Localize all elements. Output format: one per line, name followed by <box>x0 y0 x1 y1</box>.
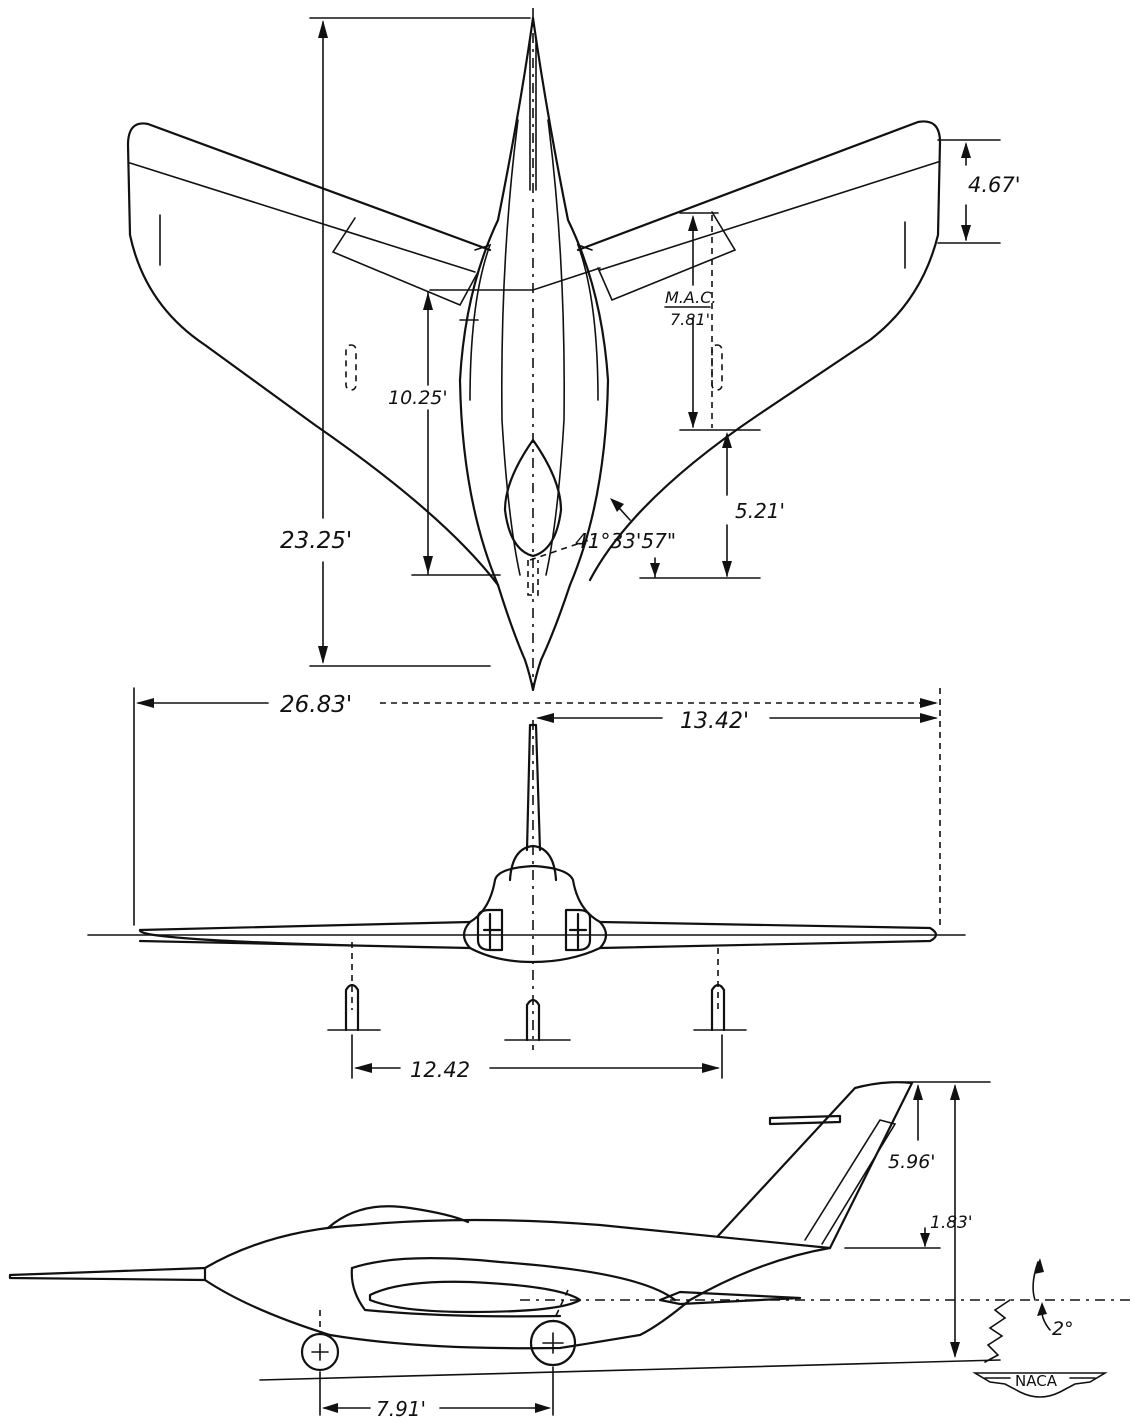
arrowhead <box>722 432 732 448</box>
arrowhead <box>688 412 698 428</box>
dim-incidence: 2° <box>1052 1318 1074 1340</box>
arrowhead <box>961 225 971 241</box>
arrowhead <box>536 713 554 723</box>
arrowhead <box>920 713 938 723</box>
dim-tail-height: 1.83' <box>930 1213 973 1233</box>
main-wheel-hub <box>542 1332 564 1354</box>
arrowhead <box>950 1342 960 1358</box>
front-intake-right <box>564 908 592 952</box>
arrowhead <box>318 20 328 38</box>
dim-fin-height: 5.96' <box>888 1151 936 1173</box>
dim-tip-chord: 4.67' <box>968 173 1021 197</box>
front-canopy <box>508 844 558 882</box>
side-intake <box>350 1257 677 1318</box>
arrowhead <box>318 646 328 664</box>
arrowhead <box>354 1063 372 1073</box>
naca-logo: NACA <box>972 1372 1108 1398</box>
arrowhead <box>688 215 698 231</box>
front-fin <box>525 723 542 852</box>
arrowhead <box>535 1403 551 1413</box>
fuselage-inner <box>501 119 565 576</box>
right-main-wheel-hidden <box>711 344 723 391</box>
arrowhead <box>1034 1258 1044 1274</box>
mac-line <box>429 267 601 291</box>
wing-outline-right <box>576 120 942 582</box>
dim-mac-offset: 5.21' <box>735 499 785 523</box>
main-gear-left <box>344 983 360 1032</box>
arrowhead <box>920 1233 930 1247</box>
side-ground-line <box>259 1359 1001 1381</box>
arrowhead <box>702 1063 720 1073</box>
dim-tread: 12.42 <box>410 1058 470 1082</box>
front-wing <box>138 920 938 950</box>
arrowhead <box>610 498 624 512</box>
arrowhead <box>920 698 938 708</box>
front-fuselage <box>462 864 608 964</box>
break-line <box>984 1299 1011 1363</box>
arrowhead <box>322 1403 338 1413</box>
dim-mac-value: 7.81' <box>670 310 710 329</box>
right-flap <box>597 161 939 302</box>
dim-overall-length: 23.25' <box>280 528 352 554</box>
naca-wings <box>972 1372 1108 1398</box>
side-fuselage <box>203 1218 832 1350</box>
dim-wheelbase: 7.91' <box>376 1397 426 1417</box>
intake-right <box>576 243 599 401</box>
arrowhead <box>913 1084 923 1100</box>
sweep-reference <box>529 537 596 561</box>
side-rudder <box>804 1119 897 1245</box>
naca-logo-text: NACA <box>1015 1372 1058 1390</box>
arrowhead <box>650 563 660 577</box>
side-fin <box>716 1081 914 1250</box>
incidence-arc <box>1032 1261 1039 1301</box>
left-main-wheel-hidden <box>345 344 357 391</box>
span-dimensions: 26.83' 13.42' <box>133 687 941 926</box>
fuselage-plan <box>458 16 610 692</box>
canopy-plan <box>503 438 563 558</box>
dim-semi-span: 13.42' <box>680 709 749 734</box>
arrowhead <box>1037 1302 1047 1316</box>
left-flap <box>129 162 479 307</box>
arrowhead <box>423 556 433 574</box>
arrowhead <box>950 1084 960 1100</box>
front-view: 12.42 <box>87 720 966 1082</box>
side-wing <box>658 1290 802 1306</box>
nose-probe <box>529 39 537 191</box>
sweep-angle: 41°33'57" <box>575 529 676 553</box>
arrowhead <box>722 561 732 577</box>
wing-outline <box>126 122 500 587</box>
intake-left <box>459 243 492 401</box>
arrowhead <box>961 142 971 158</box>
side-view: 7.91' 5.96' 1.83' 2° <box>8 1081 1130 1421</box>
nose-wheel-hub <box>311 1343 329 1361</box>
main-gear-right <box>710 983 726 1032</box>
side-antenna <box>768 1114 842 1126</box>
dim-span: 26.83' <box>280 692 352 718</box>
mac-label: M.A.C. <box>665 288 716 307</box>
main-gear-leg <box>552 1289 569 1323</box>
nose-gear <box>525 998 541 1042</box>
plan-view: 23.25' 10.25' 4.67' M.A.C. 7.81' <box>126 8 1021 692</box>
dim-mac-location: 10.25' <box>388 387 448 409</box>
arrowhead <box>423 292 433 310</box>
pitot-boom <box>8 1266 207 1282</box>
side-canopy <box>326 1205 470 1230</box>
arrowhead <box>136 698 154 708</box>
front-intake-left <box>476 908 504 952</box>
